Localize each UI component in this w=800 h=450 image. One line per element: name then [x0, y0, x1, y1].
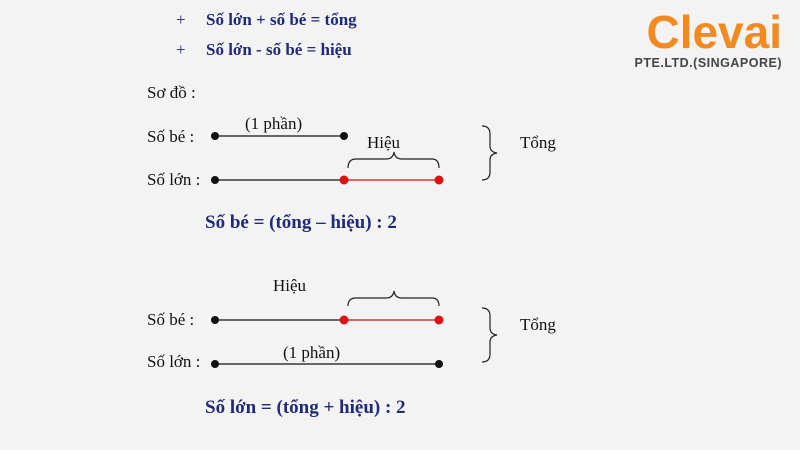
d1-part-label: (1 phần) [245, 114, 303, 133]
d2-formula: Số lớn = (tổng + hiệu) : 2 [205, 397, 406, 418]
d1-sum-label: Tổng [520, 133, 556, 152]
d1-diff-brace [347, 151, 440, 169]
d2-part-label: (1 phần) [283, 343, 341, 362]
bullet-plus-1: + [176, 10, 186, 29]
d1-small-start-dot [211, 132, 219, 140]
d1-small-label: Số bé : [147, 127, 195, 146]
d2-sum-brace [481, 307, 498, 363]
d1-small-end-dot [340, 132, 348, 140]
d1-large-mid-dot [339, 175, 349, 185]
d2-large-end-dot [435, 360, 443, 368]
d2-small-mid-dot [339, 315, 349, 325]
diagram-title: Sơ đồ : [147, 83, 196, 102]
d2-small-start-dot [211, 316, 219, 324]
d2-sum-label: Tổng [520, 315, 556, 334]
d1-sum-brace [481, 125, 498, 181]
d1-diff-label: Hiệu [367, 133, 401, 152]
d1-large-end-dot [434, 175, 444, 185]
logo-wordmark: Clevai [646, 6, 782, 58]
clevai-logo: Clevai PTE.LTD.(SINGAPORE) [635, 8, 782, 70]
bullet-sum-rule: + Số lớn + số bé = tổng [176, 10, 357, 30]
d1-large-start-dot [211, 176, 219, 184]
bullet-diff-rule: + Số lớn - số bé = hiệu [176, 40, 352, 60]
diff-rule-text: Số lớn - số bé = hiệu [206, 40, 352, 59]
d2-diff-brace [347, 290, 440, 307]
d2-large-label: Số lớn : [147, 352, 201, 371]
d2-small-label: Số bé : [147, 310, 195, 329]
d2-diff-label: Hiệu [273, 276, 307, 295]
bullet-plus-2: + [176, 40, 186, 59]
sum-rule-text: Số lớn + số bé = tổng [206, 10, 357, 29]
d1-formula: Số bé = (tổng – hiệu) : 2 [205, 212, 397, 233]
d1-large-label: Số lớn : [147, 170, 201, 189]
d2-large-start-dot [211, 360, 219, 368]
logo-subtitle: PTE.LTD.(SINGAPORE) [634, 56, 782, 70]
d2-small-end-dot [434, 315, 444, 325]
